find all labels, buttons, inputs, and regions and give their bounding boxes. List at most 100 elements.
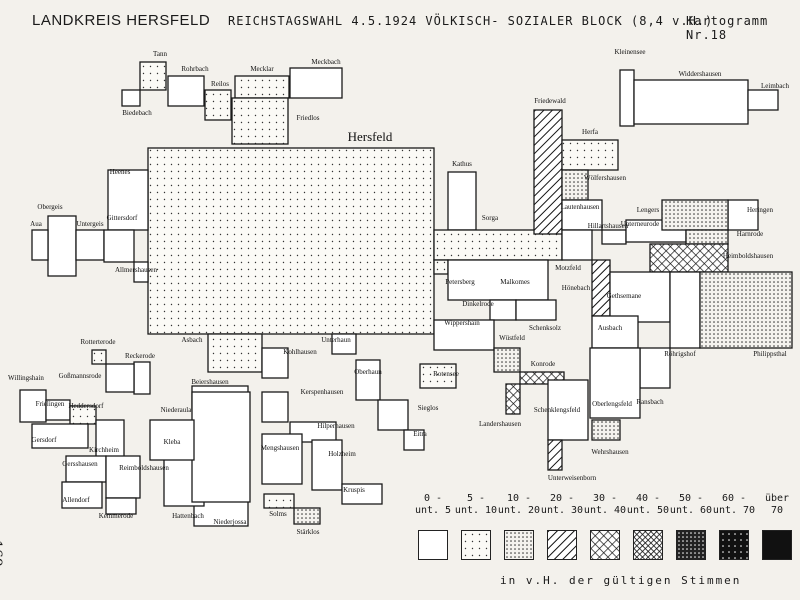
label-hillartshausen: Hillartshausen <box>588 222 629 230</box>
region-obergeis <box>47 215 77 277</box>
label-frielingen: Frielingen <box>36 400 65 408</box>
region-hersfeld <box>147 147 435 335</box>
label-allmershausen: Allmershausen <box>115 266 157 274</box>
legend-label-bottom: unt. 30 <box>540 505 584 516</box>
label-allendorf: Allendorf <box>62 496 90 504</box>
label-wustfeld: Wüstfeld <box>499 334 525 342</box>
region-reckerode <box>133 361 151 395</box>
region-landershausen <box>505 383 521 415</box>
region-heenes <box>107 169 149 231</box>
region-wehrshausen <box>591 419 621 441</box>
label-rohrbach: Rohrbach <box>181 65 209 73</box>
label-reckerode: Reckerode <box>125 352 155 360</box>
region-friedlos <box>231 97 289 145</box>
label-lengers: Lengers <box>637 206 660 214</box>
region-heringen <box>727 199 759 231</box>
legend-swatch-8 <box>762 530 792 560</box>
label-petersberg: Petersberg <box>445 278 475 286</box>
region-kleba <box>149 419 195 461</box>
label-kemmerode: Kemmerode <box>99 512 134 520</box>
label-holzheim: Holzheim <box>328 450 356 458</box>
legend-swatch-7 <box>719 530 749 560</box>
region-allendorf <box>61 481 103 509</box>
legend-swatch-3 <box>547 530 577 560</box>
footer-note: in v.H. der gültigen Stimmen <box>500 574 742 587</box>
page-number: 169 <box>0 540 4 567</box>
label-wippershain: Wippershain <box>444 319 480 327</box>
label-heenes: Heenes <box>110 168 131 176</box>
label-obergeis: Obergeis <box>37 203 62 211</box>
label-tann: Tann <box>153 50 167 58</box>
label-rohrigshof: Röhrigshof <box>664 350 696 358</box>
region-widdershausen <box>633 79 749 125</box>
label-meckbach: Meckbach <box>311 58 341 66</box>
region-niederaula <box>191 391 251 503</box>
region-petersberg <box>433 259 449 275</box>
region-kleinensee <box>619 69 635 127</box>
region-wippershain <box>433 319 495 351</box>
label-kleba: Kleba <box>164 438 182 446</box>
label-hilperhausen: Hilperhausen <box>317 422 355 430</box>
region-unterweisenborn <box>547 439 563 471</box>
label-gersdorf: Gersdorf <box>32 436 58 444</box>
label-friedlos: Friedlos <box>297 114 320 122</box>
legend-label-bottom: 70 <box>770 505 784 516</box>
legend-label-top: 10 - <box>506 493 532 504</box>
legend-label-top: 60 - <box>721 493 747 504</box>
region-ransbach <box>639 347 671 389</box>
region-mengshausen <box>261 433 303 485</box>
label-reilos: Reilos <box>211 80 229 88</box>
label-honebach: Hönebach <box>562 284 591 292</box>
region-meckbach <box>289 67 343 99</box>
label-solms: Solms <box>269 510 287 518</box>
label-mengshausen: Mengshausen <box>261 444 300 452</box>
legend-swatch-2 <box>504 530 534 560</box>
region-aua <box>31 229 49 261</box>
label-philippsthal: Philippsthal <box>753 350 787 358</box>
region-asbach <box>207 333 263 373</box>
region-rotensee <box>419 363 457 389</box>
legend-label-bottom: unt. 20 <box>497 505 541 516</box>
label-ransbach: Ransbach <box>636 398 664 406</box>
label-niederaula: Niederaula <box>161 406 193 414</box>
region-heimboldshausen <box>649 243 729 273</box>
label-friedewald: Friedewald <box>534 97 566 105</box>
label-heringen: Heringen <box>747 206 774 214</box>
label-kerspenhausen: Kerspenhausen <box>301 388 344 396</box>
region-hillartshausen <box>601 229 627 245</box>
label-unterneurode: Unterneurode <box>621 220 659 228</box>
label-landershausen: Landershausen <box>479 420 521 428</box>
region-oberlengsfeld <box>589 347 641 419</box>
region-malkomes <box>447 259 549 301</box>
legend-label-7: 60 -unt. 70 <box>709 493 759 517</box>
label-aua: Aua <box>30 220 43 228</box>
label-ausbach: Ausbach <box>598 324 623 332</box>
label-unterweisenborn: Unterweisenborn <box>548 474 597 482</box>
region-leimbach <box>747 89 779 111</box>
label-dinkelrode: Dinkelrode <box>462 300 494 308</box>
legend-label-5: 40 -unt. 50 <box>623 493 673 517</box>
region-kirchheim <box>95 419 125 461</box>
legend-label-4: 30 -unt. 40 <box>580 493 630 517</box>
region-starklos <box>293 507 321 525</box>
region-honebach <box>591 259 611 317</box>
region-gittersdorf <box>103 229 135 263</box>
label-lautenhausen: Lautenhausen <box>561 203 600 211</box>
region-gersdorf <box>31 423 89 449</box>
region-title: LANDKREIS HERSFELD <box>32 12 211 29</box>
label-unterhaun: Unterhaun <box>321 336 351 344</box>
label-eitra: Eitra <box>413 430 427 438</box>
map-title: REICHSTAGSWAHL 4.5.1924 VÖLKISCH- SOZIAL… <box>228 14 714 28</box>
region-schenklengsfeld <box>547 379 589 441</box>
label-widdershausen: Widdershausen <box>679 70 722 78</box>
label-gersshausen: Gersshausen <box>62 460 98 468</box>
legend-swatch-1 <box>461 530 491 560</box>
legend-label-bottom: unt. 50 <box>626 505 670 516</box>
legend-label-top: 0 - <box>423 493 443 504</box>
legend-label-3: 20 -unt. 30 <box>537 493 587 517</box>
label-kirchheim: Kirchheim <box>89 446 119 454</box>
region-tann <box>139 61 167 91</box>
label-leimbach: Leimbach <box>761 82 789 90</box>
region-niederjossa <box>193 499 249 527</box>
legend-label-1: 5 -unt. 10 <box>451 493 501 517</box>
